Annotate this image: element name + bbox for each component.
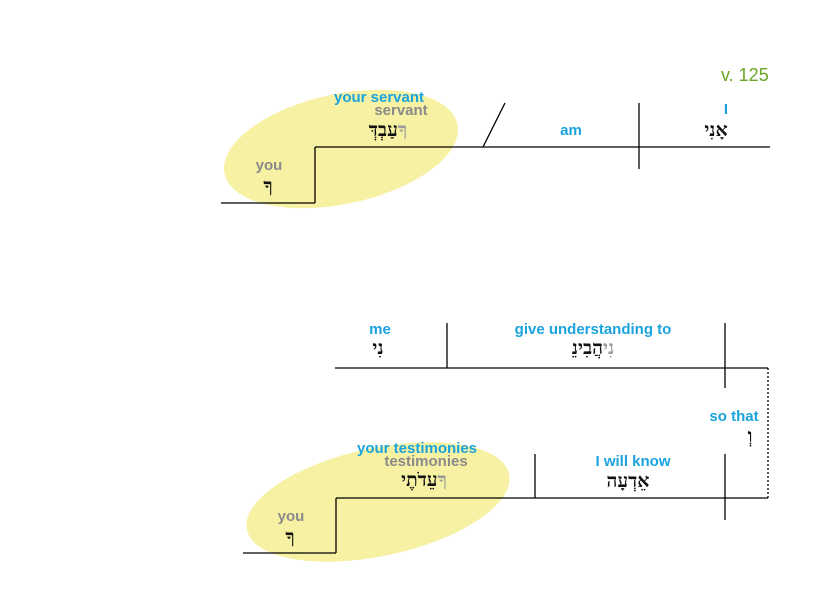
verb3-english: I will know <box>595 453 671 470</box>
verb2-hebrew-main: הֲבִינֵ <box>571 337 604 359</box>
highlight-your-servant <box>224 89 458 209</box>
possessor2-lexical: you <box>277 508 305 525</box>
verb3-hebrew: אֵדְעָה <box>606 470 650 492</box>
possessor2-hebrew: ךָ <box>285 526 295 548</box>
highlight-your-testimonies <box>246 442 510 562</box>
verb2-hebrew: נִיהֲבִינֵ <box>572 339 614 358</box>
predicate-slash <box>482 102 506 148</box>
verb-english: am <box>560 122 582 139</box>
object3-hebrew-main: עֵדֹתֶי <box>401 469 438 491</box>
subject-hebrew: אָנִי <box>704 119 728 141</box>
predicate-lexical: servant <box>374 102 428 119</box>
object3-hebrew: ךָעֵדֹתֶי <box>401 471 447 490</box>
conjunction-english: so that <box>709 408 759 425</box>
predicate-hebrew-suffix: ךָ <box>397 119 408 141</box>
object-me-english: me <box>369 321 391 338</box>
object3-english: your testimonies <box>356 440 478 457</box>
object-me-hebrew: נִי <box>372 337 384 359</box>
verse-reference: v. 125 <box>721 65 769 85</box>
verb2-hebrew-suffix: נִי <box>603 337 615 359</box>
possessor1-hebrew: ךָ <box>263 175 273 197</box>
predicate-hebrew-main: עַבְדְּ <box>368 119 398 141</box>
conjunction-hebrew: וְ <box>747 425 753 447</box>
predicate-english: your servant <box>333 89 425 106</box>
object3-hebrew-suffix: ךָ <box>437 469 447 491</box>
object3-lexical: testimonies <box>384 453 468 470</box>
subject-english: I <box>723 101 729 118</box>
predicate-hebrew: ךָעַבְדְּ <box>369 121 407 140</box>
possessor1-lexical: you <box>255 157 283 174</box>
verb2-english: give understanding to <box>514 321 672 338</box>
